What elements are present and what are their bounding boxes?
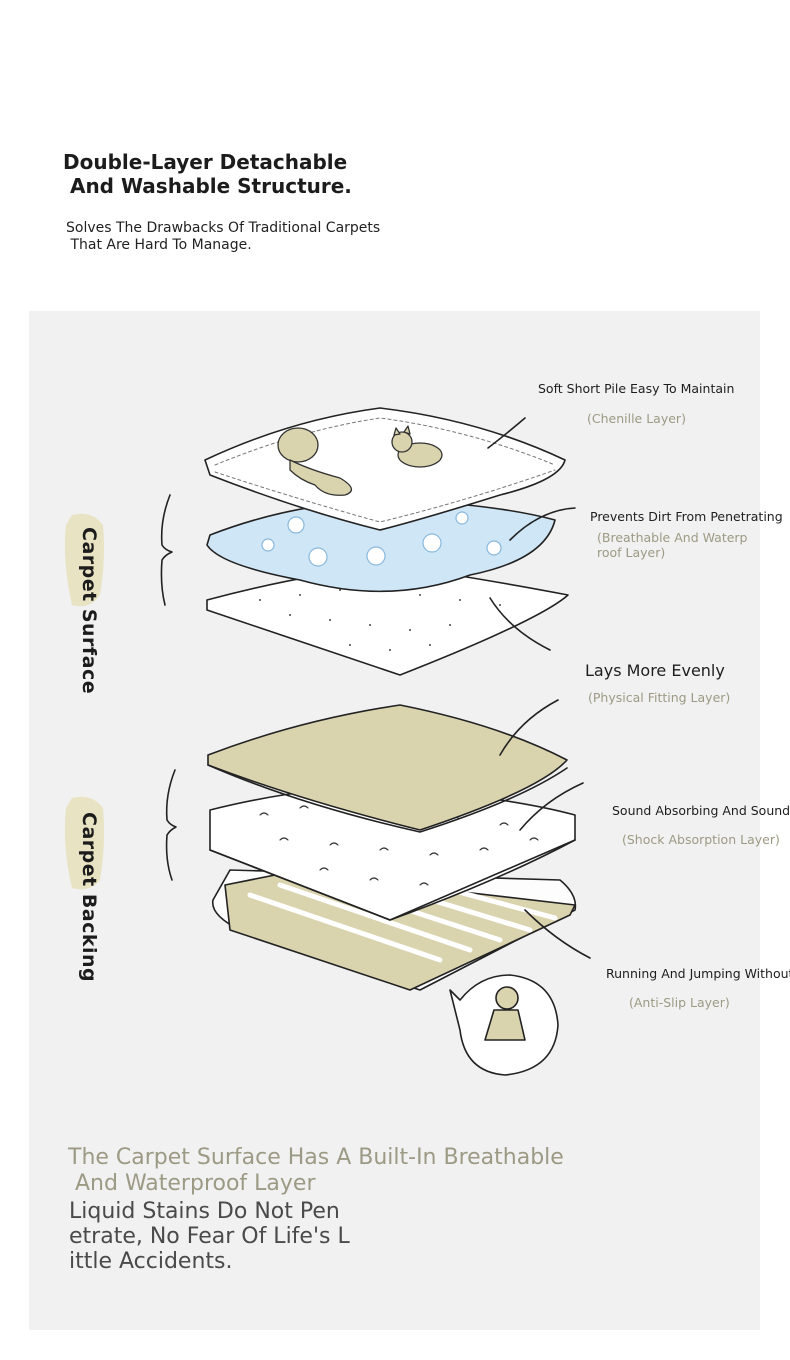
page-subtitle: Solves The Drawbacks Of Traditional Carp…: [66, 220, 381, 253]
footer-highlight: The Carpet Surface Has A Built-In Breath…: [68, 1145, 564, 1196]
layer-2-title: Lays More Evenly: [585, 661, 725, 680]
layer-4-name: (Anti-Slip Layer): [629, 995, 730, 1010]
layer-1-title: Prevents Dirt From Penetrating: [590, 509, 783, 524]
physical-fitting-layer: [207, 704, 568, 833]
layer-0-title: Soft Short Pile Easy To Maintain: [538, 381, 735, 396]
layer-1-name: (Breathable And Waterp roof Layer): [597, 530, 748, 560]
group-label-backing: Carpet Backing: [78, 812, 100, 983]
layer-2-name: (Physical Fitting Layer): [588, 690, 731, 705]
chenille-layer: [204, 407, 566, 531]
footer-body: Liquid Stains Do Not Pen etrate, No Fear…: [69, 1199, 350, 1274]
layer-3-name: (Shock Absorption Layer): [622, 832, 780, 847]
layer-4-title: Running And Jumping Without Damage: [606, 966, 790, 981]
surface-brace: [160, 494, 173, 606]
page-title: Double-Layer Detachable And Washable Str…: [63, 150, 352, 198]
tag-blobs: [64, 513, 104, 890]
backing-brace: [165, 769, 177, 881]
kid-bubble: [449, 974, 559, 1076]
group-label-surface: Carpet Surface: [78, 527, 100, 695]
anti-slip-layer: [211, 865, 577, 991]
layer-3-title: Sound Absorbing And Soundproof: [612, 803, 790, 818]
layer-0-name: (Chenille Layer): [587, 411, 686, 426]
